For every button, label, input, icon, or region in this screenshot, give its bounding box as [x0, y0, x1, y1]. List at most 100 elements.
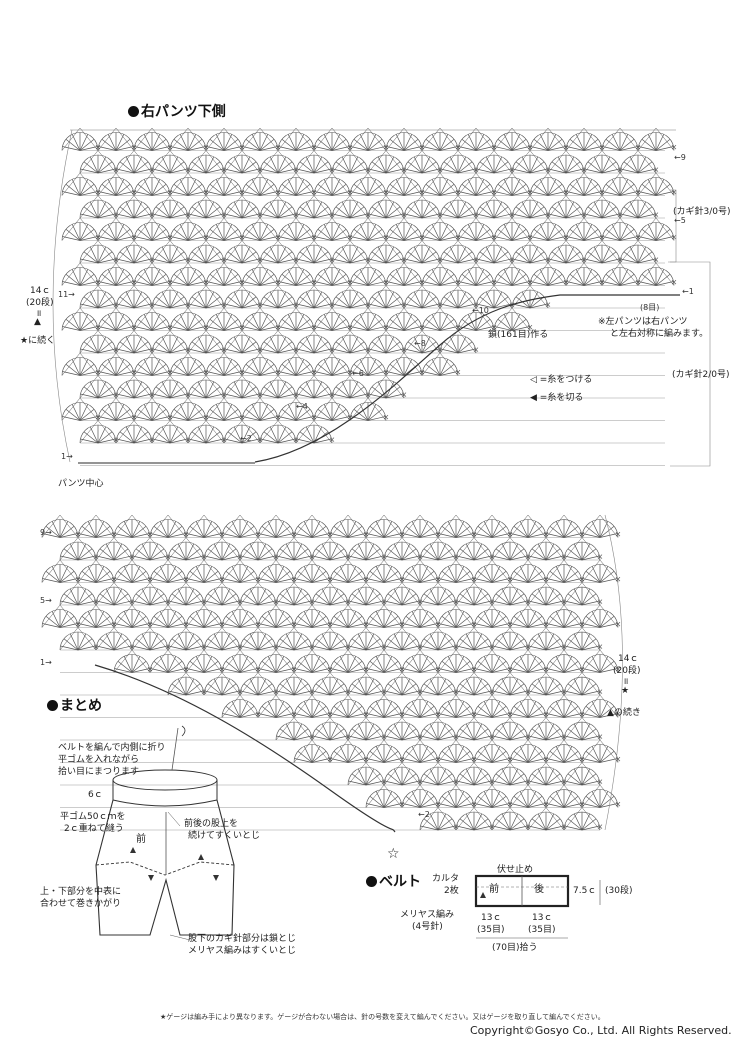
lower-chart-chain — [115, 172, 135, 196]
upper-chart-shell — [275, 676, 313, 696]
upper-chart-chain — [221, 514, 241, 538]
lower-chart-chain — [403, 195, 423, 219]
upper-chart-chain — [437, 784, 457, 808]
upper-chart-shell — [509, 744, 547, 763]
lower-chart-chain — [403, 330, 423, 354]
lower-chart-chain — [79, 330, 99, 354]
upper-chart-shell — [473, 519, 511, 538]
upper-chart-chain — [257, 604, 277, 628]
upper-chart-chain — [239, 514, 259, 538]
upper-chart-shell — [149, 519, 187, 538]
lower-chart-shell — [349, 132, 387, 151]
lower-chart-chain — [151, 195, 171, 219]
upper-chart-chain — [347, 627, 367, 651]
upper-chart-chain — [419, 582, 439, 606]
lower-chart-chain — [601, 240, 621, 264]
upper-chart-shell — [293, 609, 331, 628]
lower-chart-chain — [295, 127, 315, 151]
upper-chart-shell — [401, 654, 439, 673]
lower-chart-chain — [313, 285, 333, 309]
upper-chart-chain — [329, 649, 349, 673]
upper-chart-chain — [383, 649, 403, 673]
upper-chart-chain — [131, 559, 151, 583]
lower-chart-shell — [241, 132, 279, 151]
upper-chart-chain — [401, 582, 421, 606]
upper-chart-shell — [41, 519, 79, 538]
lower-chart-shell — [295, 154, 333, 174]
upper-chart-chain — [275, 649, 295, 673]
upper-chart-shell — [437, 609, 475, 628]
lower-chart-shell — [421, 357, 459, 376]
belt-height-rows: (30段) — [605, 886, 633, 896]
copyright: Copyright©Gosyo Co., Ltd. All Rights Res… — [470, 1024, 732, 1037]
lower-chart-shell — [439, 334, 477, 354]
upper-chart-shell — [437, 564, 475, 583]
upper-chart-chain — [59, 582, 79, 606]
lower-chart-chain — [493, 150, 513, 174]
lower-chart-shell — [241, 222, 279, 241]
upper-chart-shell — [401, 699, 439, 718]
upper-chart-chain — [473, 559, 493, 583]
lower-chart-shell — [403, 244, 441, 264]
row-9-label: 9→ — [40, 528, 52, 537]
lower-chart-shell — [187, 199, 225, 219]
up-arrow-icon — [130, 847, 136, 853]
upper-chart-chain — [419, 604, 439, 628]
lower-chart-chain — [241, 375, 261, 399]
lower-chart-chain — [457, 150, 477, 174]
lower-chart-chain — [223, 352, 243, 376]
upper-chart-chain — [491, 694, 511, 718]
upper-chart-chain — [365, 559, 385, 583]
belt-width-2: 13ｃ — [532, 913, 553, 923]
lower-chart-chain — [133, 307, 153, 331]
upper-chart-chain — [419, 784, 439, 808]
lower-chart-chain — [151, 397, 171, 421]
lower-chart-chain — [601, 217, 621, 241]
lower-chart-shell — [205, 357, 243, 376]
upper-chart-chain — [401, 784, 421, 808]
upper-chart-shell — [581, 744, 619, 763]
upper-chart-chain — [257, 694, 277, 718]
lower-chart-sc — [671, 144, 677, 150]
lower-chart-shell — [439, 244, 477, 264]
upper-dec-2-label: ←2 — [418, 810, 430, 819]
lower-chart-chain — [511, 217, 531, 241]
lower-chart-shell — [583, 199, 621, 219]
lower-chart-shell — [313, 222, 351, 241]
upper-chart-shell — [329, 744, 367, 763]
upper-chart-shell — [581, 609, 619, 628]
lower-chart-chain — [367, 352, 387, 376]
upper-chart-chain — [545, 762, 565, 786]
upper-chart-shell — [365, 519, 403, 538]
lower-chart-chain — [79, 285, 99, 309]
lower-chart-chain — [313, 127, 333, 151]
lower-chart-chain — [349, 240, 369, 264]
stockinette-label: メリヤス編み — [400, 910, 455, 920]
lower-chart-chain — [529, 150, 549, 174]
upper-chart-shell — [59, 586, 97, 606]
upper-chart-chain — [527, 672, 547, 696]
lower-chart-shell — [277, 357, 315, 376]
lower-chart-chain — [529, 285, 549, 309]
lower-chart-shell — [115, 289, 153, 309]
lower-chart-chain — [205, 397, 225, 421]
upper-chart-chain — [365, 627, 385, 651]
lower-chart-shell — [97, 222, 135, 241]
upper-chart-chain — [239, 627, 259, 651]
lower-chart-shell — [583, 244, 621, 264]
lower-chart-chain — [187, 172, 207, 196]
upper-chart-chain — [95, 559, 115, 583]
upper-chart-chain — [419, 514, 439, 538]
lower-chart-chain — [529, 217, 549, 241]
lower-chart-shell — [241, 402, 279, 421]
lower-chart-shell — [259, 334, 297, 354]
lower-chart-shell — [97, 402, 135, 421]
lower-chart-chain — [205, 262, 225, 286]
upper-chart-chain — [509, 514, 529, 538]
lower-chart-chain — [385, 150, 405, 174]
upper-chart-shell — [455, 631, 493, 651]
lower-chart-chain — [331, 285, 351, 309]
upper-chart-chain — [527, 537, 547, 561]
upper-chart-chain — [365, 649, 385, 673]
lower-chart-shell — [115, 154, 153, 174]
